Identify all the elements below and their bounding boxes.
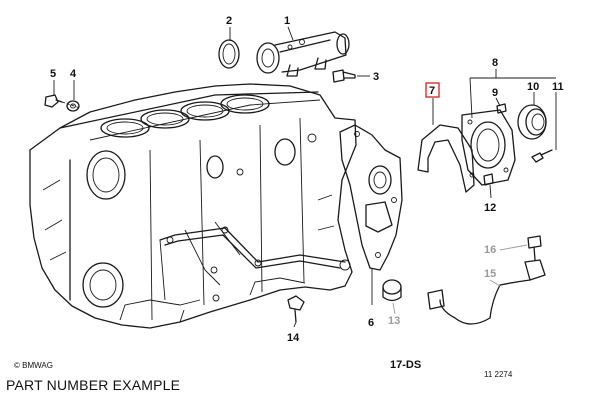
plug-13 bbox=[382, 279, 402, 302]
shaft-seal bbox=[517, 104, 547, 140]
part-number-16[interactable]: 16 bbox=[484, 244, 496, 256]
water-pipe-flange bbox=[256, 31, 350, 77]
bolt-16 bbox=[527, 235, 542, 261]
callout-leaders bbox=[53, 26, 557, 328]
copyright-text: © BMWAG bbox=[14, 361, 53, 370]
bolt-14 bbox=[287, 295, 305, 323]
seal-carrier bbox=[461, 109, 516, 186]
part-7-highlight-box bbox=[425, 82, 440, 98]
part-number-8[interactable]: 8 bbox=[492, 57, 498, 69]
part-number-15[interactable]: 15 bbox=[484, 268, 496, 280]
part-number-13[interactable]: 13 bbox=[388, 315, 400, 327]
part-number-7[interactable]: 7 bbox=[429, 85, 435, 97]
knock-sensor bbox=[427, 259, 546, 325]
caption: PART NUMBER EXAMPLE bbox=[6, 377, 181, 393]
bolt-3 bbox=[332, 69, 356, 83]
gasket-7 bbox=[417, 124, 475, 193]
part-number-11[interactable]: 11 bbox=[552, 81, 564, 93]
bolt-11 bbox=[531, 149, 553, 163]
part-number-9[interactable]: 9 bbox=[492, 87, 498, 99]
gasket-washer bbox=[66, 100, 80, 112]
part-number-labels: 1 2 3 4 5 6 7 8 9 10 11 12 13 14 15 16 bbox=[50, 15, 564, 344]
rear-carrier-plate bbox=[339, 124, 403, 271]
part-number-3[interactable]: 3 bbox=[373, 71, 379, 83]
part-number-2[interactable]: 2 bbox=[226, 15, 232, 27]
part-number-4[interactable]: 4 bbox=[70, 68, 77, 80]
part-number-5[interactable]: 5 bbox=[50, 68, 56, 80]
o-ring bbox=[218, 39, 240, 69]
part-number-10[interactable]: 10 bbox=[527, 81, 539, 93]
part-number-1[interactable]: 1 bbox=[284, 15, 290, 27]
plug-screw bbox=[44, 94, 81, 109]
bolt-9 bbox=[496, 103, 507, 114]
reference-number: 11 2274 bbox=[484, 370, 513, 379]
part-number-6[interactable]: 6 bbox=[368, 317, 374, 329]
part-number-14[interactable]: 14 bbox=[287, 332, 300, 344]
diagram-code: 17-DS bbox=[390, 359, 421, 371]
bolt-12 bbox=[483, 173, 494, 186]
engine-block bbox=[29, 83, 357, 329]
part-number-12[interactable]: 12 bbox=[484, 202, 496, 214]
